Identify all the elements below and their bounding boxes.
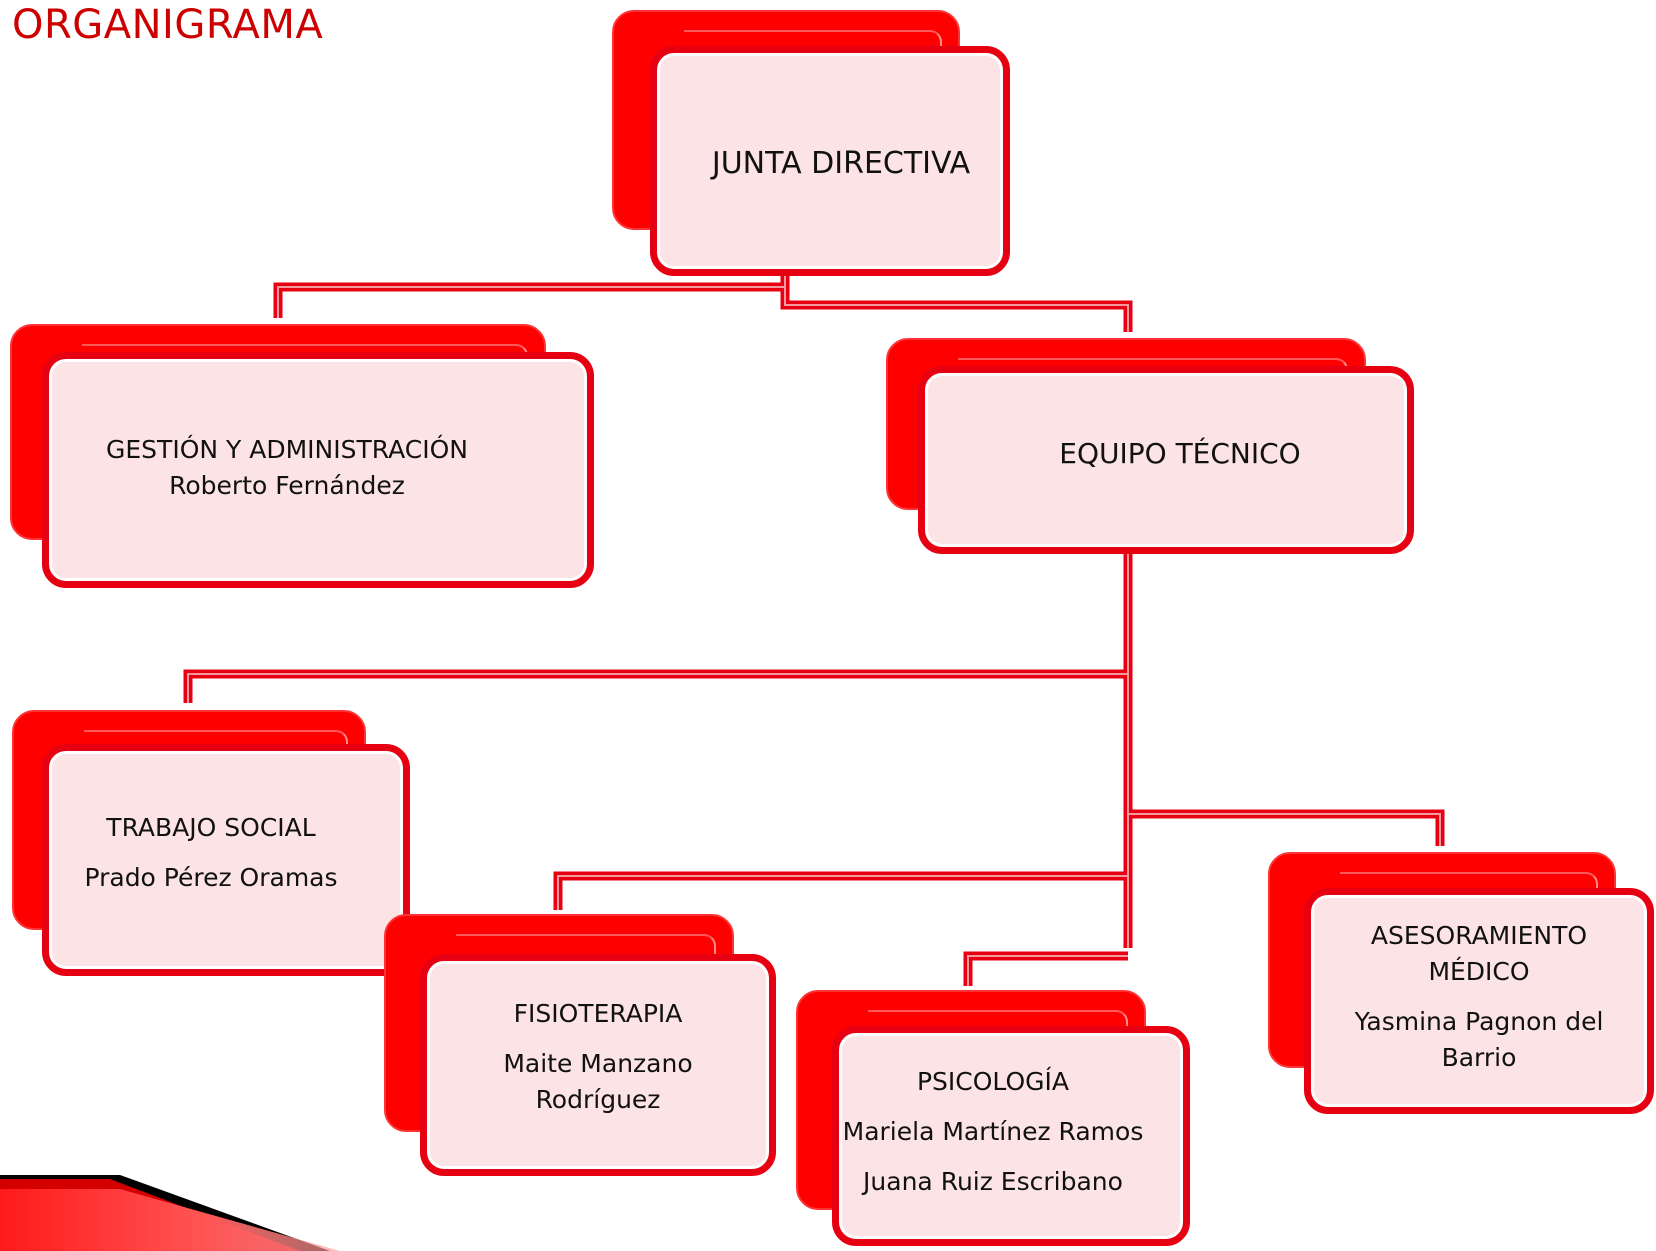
node-label: EQUIPO TÉCNICO [946, 436, 1414, 472]
node-person-cont: Rodríguez [535, 1085, 661, 1114]
node-psicologia: PSICOLOGÍA Mariela Martínez Ramos Juana … [796, 990, 1190, 1246]
node-trabajo-social: TRABAJO SOCIAL Prado Pérez Oramas [12, 710, 410, 976]
node-person: Roberto Fernández [169, 471, 405, 500]
node-asesoramiento-medico: ASESORAMIENTO MÉDICO Yasmina Pagnon del … [1268, 852, 1654, 1114]
node-junta-directiva: JUNTA DIRECTIVA [612, 10, 1010, 276]
connector-psico [963, 951, 1128, 986]
node-title: ASESORAMIENTO [1370, 921, 1588, 950]
node-fisioterapia: FISIOTERAPIA Maite Manzano Rodríguez [384, 914, 776, 1176]
connector-trabajo [183, 669, 1128, 703]
node-person-cont: Barrio [1441, 1043, 1517, 1072]
node-person: Juana Ruiz Escribano [863, 1167, 1123, 1196]
decorative-arrow-shape [0, 1175, 460, 1251]
node-label: JUNTA DIRECTIVA [672, 146, 1010, 182]
page-title: ORGANIGRAMA [12, 2, 324, 48]
node-label: PSICOLOGÍA Mariela Martínez Ramos Juana … [796, 1064, 1190, 1200]
node-label: FISIOTERAPIA Maite Manzano Rodríguez [420, 996, 776, 1118]
node-title: GESTIÓN Y ADMINISTRACIÓN [106, 435, 468, 464]
node-equipo-tecnico: EQUIPO TÉCNICO [886, 338, 1414, 554]
node-person: Yasmina Pagnon del [1354, 1007, 1604, 1036]
node-title: FISIOTERAPIA [513, 999, 683, 1028]
node-person: Mariela Martínez Ramos [842, 1117, 1144, 1146]
node-title: JUNTA DIRECTIVA [711, 146, 971, 181]
node-title: TRABAJO SOCIAL [106, 813, 316, 842]
node-label: TRABAJO SOCIAL Prado Pérez Oramas [12, 810, 410, 896]
node-label: GESTIÓN Y ADMINISTRACIÓN Roberto Fernánd… [50, 432, 524, 504]
connector-medico [1128, 809, 1445, 846]
node-title: EQUIPO TÉCNICO [1059, 437, 1301, 470]
node-gestion-administracion: GESTIÓN Y ADMINISTRACIÓN Roberto Fernánd… [10, 324, 594, 588]
node-label: ASESORAMIENTO MÉDICO Yasmina Pagnon del … [1304, 918, 1654, 1076]
node-person: Maite Manzano [503, 1049, 693, 1078]
node-title: PSICOLOGÍA [916, 1067, 1069, 1096]
node-title-cont: MÉDICO [1428, 957, 1530, 986]
node-person: Prado Pérez Oramas [84, 863, 338, 892]
connector-fisio [553, 871, 1128, 910]
